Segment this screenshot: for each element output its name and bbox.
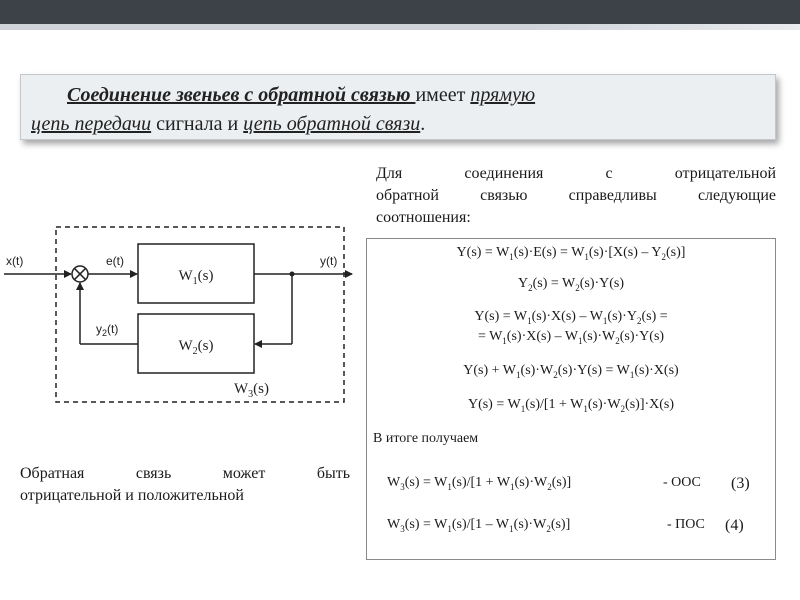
w1-label: W1(s) — [179, 268, 214, 287]
result-1-formula: W3(s) = W1(s)/[1 + W1(s)·W2(s)] — [387, 475, 572, 492]
result-1-tag: - ООС — [663, 475, 701, 490]
headline-direct: прямую — [470, 84, 536, 106]
intro-text: Для соединения с отрицательной обратной … — [376, 163, 776, 229]
result-2-formula: W3(s) = W1(s)/[1 – W1(s)·W2(s)] — [387, 517, 571, 534]
result-2-tag: - ПОС — [667, 517, 705, 532]
intro-line-3: соотношения: — [376, 209, 471, 226]
headline-feedback-path: цепь обратной связи — [243, 113, 421, 135]
summing-junction — [71, 265, 89, 283]
y2-label: y2(t) — [96, 322, 118, 338]
formula-5: Y(s) = W1(s)/[1 + W1(s)·W2(s)]·X(s) — [467, 397, 675, 414]
headline-period: . — [420, 113, 426, 135]
note-line-1: Обратная связь может быть — [20, 465, 350, 482]
intro-line-1: Для соединения с отрицательной — [376, 165, 776, 182]
intro-line-2: обратной связью справедливы следующие — [376, 187, 776, 204]
formula-2: Y2(s) = W2(s)·Y(s) — [517, 276, 625, 293]
formula-1: Y(s) = W1(s)·E(s) = W1(s)·[X(s) – Y2(s)] — [456, 245, 686, 262]
top-strip — [0, 24, 800, 30]
w2-label: W2(s) — [179, 338, 214, 357]
x-label: x(t) — [6, 254, 23, 268]
y-label: y(t) — [320, 254, 337, 268]
headline-text-1: имеет — [415, 84, 471, 106]
formula-box: Y(s) = W1(s)·E(s) = W1(s)·[X(s) – Y2(s)]… — [366, 238, 776, 560]
w3-dashed-boundary — [55, 226, 345, 403]
summary-label: В итоге получаем — [373, 431, 479, 446]
headline-text-2: сигнала и — [151, 113, 244, 135]
top-bar — [0, 0, 800, 24]
result-1-number: (3) — [731, 475, 750, 492]
block-diagram: x(t) e(t) y(t) y2(t) W1(s) W2(s) W3(s) — [4, 226, 353, 403]
headline-forward-path: цепь передачи — [31, 113, 152, 135]
w1-block — [137, 243, 255, 304]
top-strip-gradient — [520, 24, 800, 30]
formula-4: Y(s) + W1(s)·W2(s)·Y(s) = W1(s)·X(s) — [463, 363, 679, 380]
headline-term: Соединение звеньев с обратной связью — [67, 84, 416, 106]
e-label: e(t) — [106, 254, 124, 268]
formula-3b: = W1(s)·X(s) – W1(s)·W2(s)·Y(s) — [477, 329, 665, 346]
w2-block — [137, 313, 255, 374]
w3-label: W3(s) — [234, 381, 269, 400]
result-2-number: (4) — [725, 517, 744, 534]
note-text: Обратная связь может быть отрицательной … — [20, 463, 350, 507]
headline-box: Соединение звеньев с обратной связью име… — [20, 74, 776, 140]
formula-3a: Y(s) = W1(s)·X(s) – W1(s)·Y2(s) = — [474, 309, 668, 326]
note-line-2: отрицательной и положительной — [20, 487, 244, 504]
